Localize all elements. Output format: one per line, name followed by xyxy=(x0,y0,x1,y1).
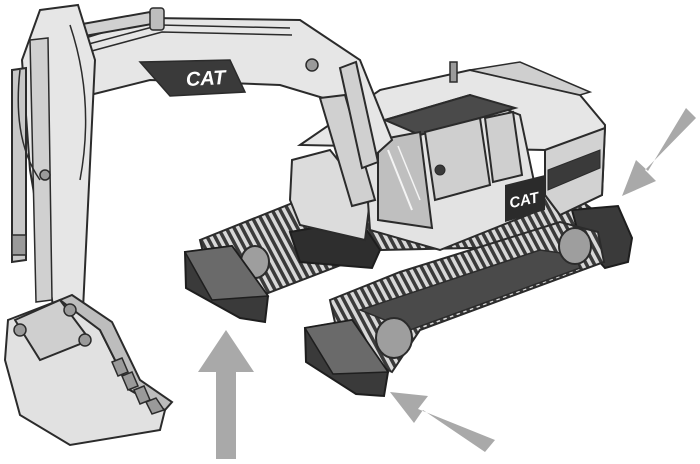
boom-arm: CAT xyxy=(58,7,394,208)
cab-roof xyxy=(382,93,519,137)
stick-arm xyxy=(11,3,97,337)
bucket-tooth xyxy=(121,371,139,391)
bucket-tooth xyxy=(111,357,129,377)
boom-pivot-pin xyxy=(305,58,319,72)
exhaust-stack xyxy=(449,61,458,83)
cab-windshield xyxy=(377,130,434,230)
arrow-down-left-icon xyxy=(622,108,696,196)
bucket-cylinder xyxy=(11,66,27,264)
front-idler-wheel xyxy=(375,317,413,359)
arrow-up-icon xyxy=(198,330,254,459)
boom-cylinder-left xyxy=(318,93,377,208)
body-cat-logo: CAT xyxy=(508,189,542,212)
bucket-tooth xyxy=(144,397,166,415)
operator-cab: CAT xyxy=(363,93,545,252)
cab-mirror-icon xyxy=(434,164,446,176)
boom-cat-logo: CAT xyxy=(185,67,227,91)
arrow-up-left-icon xyxy=(390,392,495,452)
boom-cylinder-right xyxy=(338,60,380,170)
bucket xyxy=(3,293,174,447)
front-sprocket-wheel xyxy=(558,227,592,265)
front-track xyxy=(328,220,606,374)
cab-side-window xyxy=(423,116,492,202)
